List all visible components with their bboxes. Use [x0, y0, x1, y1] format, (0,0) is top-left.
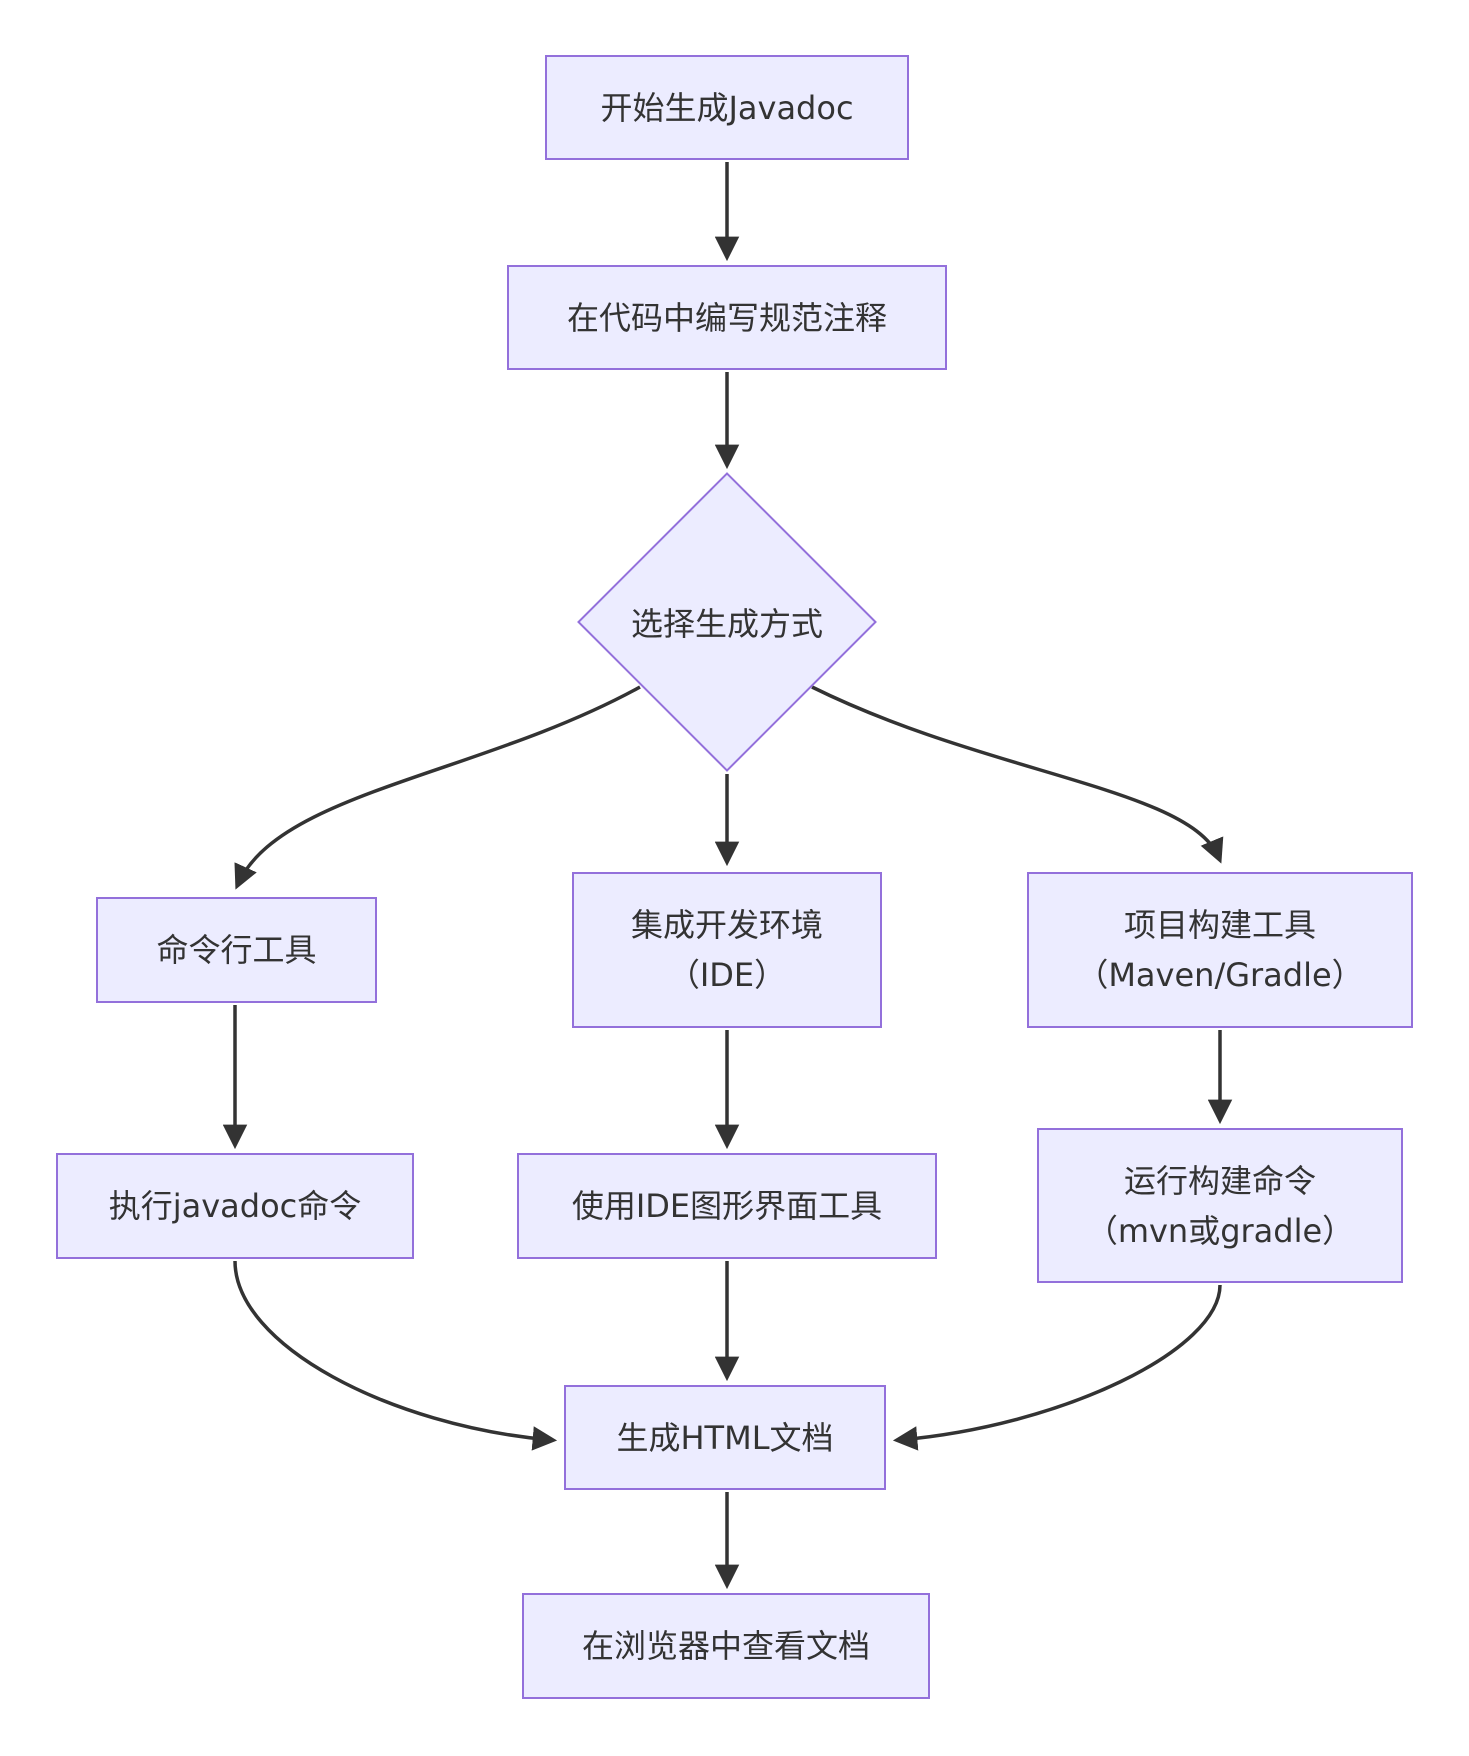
node-start: 开始生成Javadoc	[545, 55, 909, 160]
node-label: （IDE）	[667, 956, 787, 994]
node-label: 在代码中编写规范注释	[566, 298, 887, 337]
node-choose-method: 选择生成方式	[577, 472, 877, 772]
node-label: 集成开发环境	[630, 906, 823, 944]
node-label: （Maven/Gradle）	[1076, 956, 1364, 994]
node-run-build-cmd: 运行构建命令 （mvn或gradle）	[1037, 1128, 1403, 1283]
edge-run-javadoc-to-generate-html	[233, 1260, 558, 1451]
node-write-comments: 在代码中编写规范注释	[507, 265, 947, 370]
node-label: 项目构建工具	[1123, 906, 1316, 944]
node-label: 使用IDE图形界面工具	[571, 1187, 883, 1225]
node-label: 运行构建命令	[1123, 1161, 1316, 1200]
node-run-javadoc: 执行javadoc命令	[56, 1153, 414, 1259]
node-build-tool: 项目构建工具 （Maven/Gradle）	[1027, 872, 1413, 1028]
edge-choose-method-to-cli-tool	[234, 685, 641, 890]
node-ide: 集成开发环境 （IDE）	[572, 872, 882, 1028]
node-label: 选择生成方式	[630, 605, 823, 643]
node-label: 开始生成Javadoc	[600, 88, 854, 127]
node-label: 命令行工具	[156, 931, 317, 969]
node-label: （mvn或gradle）	[1085, 1211, 1355, 1250]
node-label: 生成HTML文档	[616, 1418, 834, 1457]
node-view-in-browser: 在浏览器中查看文档	[522, 1593, 930, 1699]
edge-run-build-cmd-to-generate-html	[892, 1284, 1222, 1451]
node-use-ide-gui: 使用IDE图形界面工具	[517, 1153, 937, 1259]
node-generate-html: 生成HTML文档	[564, 1385, 886, 1490]
node-label: 在浏览器中查看文档	[581, 1627, 870, 1665]
edge-choose-method-to-build-tool	[811, 685, 1224, 864]
node-label: 执行javadoc命令	[108, 1187, 362, 1225]
node-cli-tool: 命令行工具	[96, 897, 377, 1003]
